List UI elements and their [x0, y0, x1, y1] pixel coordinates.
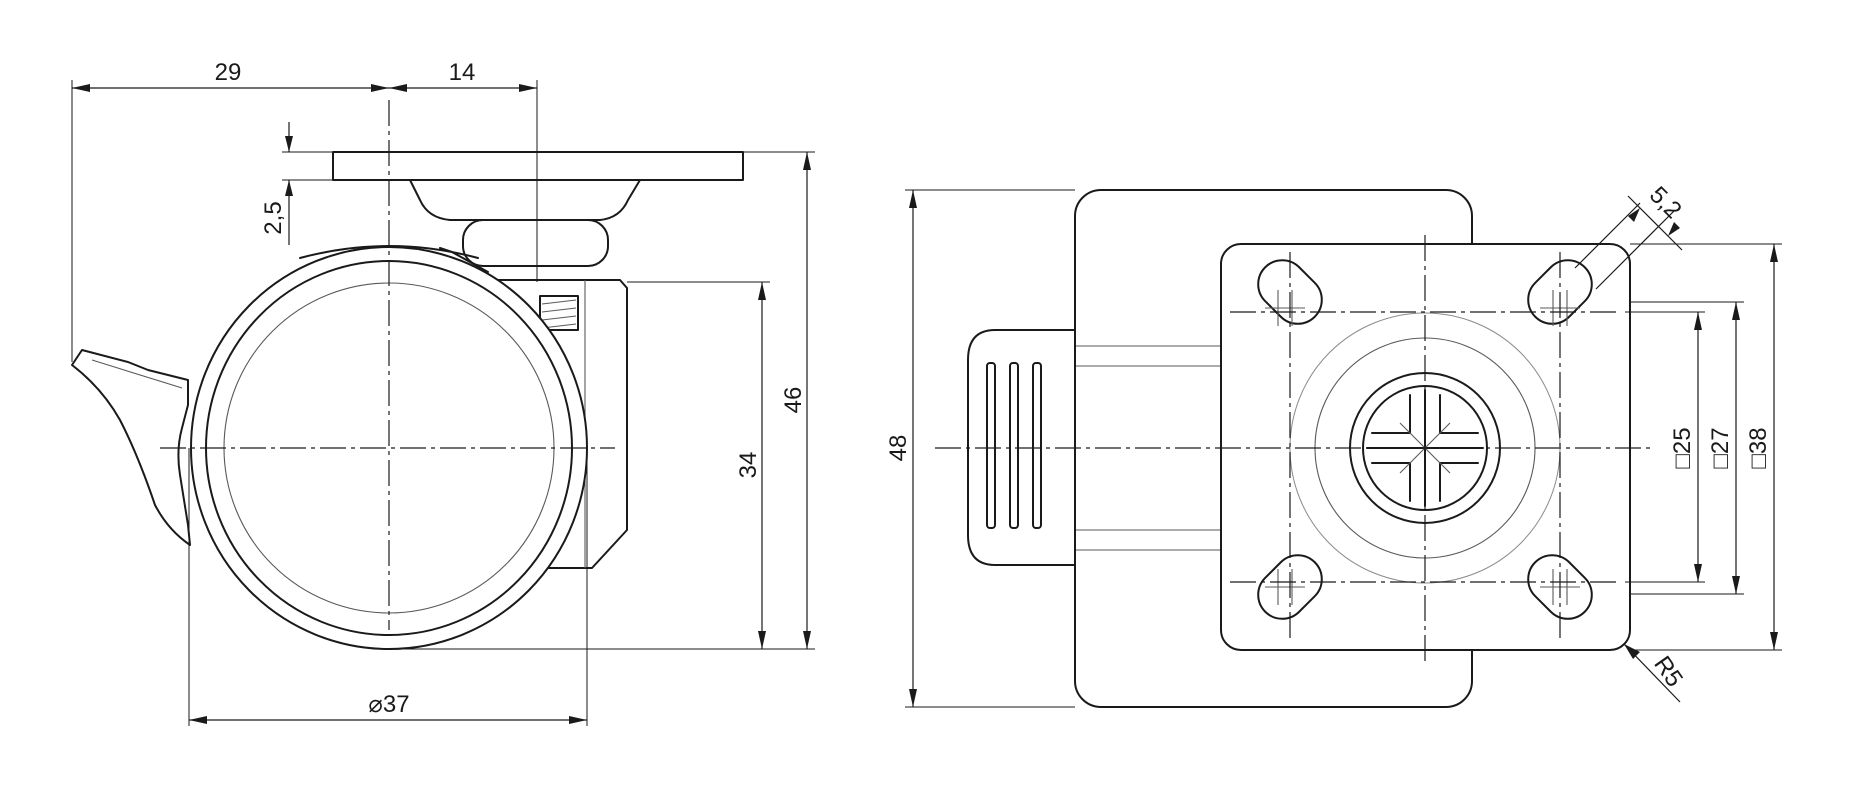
dim-line-5-2-a — [1574, 202, 1641, 269]
mount-hole-tr — [1527, 259, 1593, 326]
arrow-34-top — [758, 282, 766, 300]
dim-38-label: □38 — [1745, 427, 1772, 468]
arrow-2-5-top — [285, 136, 293, 152]
dim-34-label: 34 — [735, 452, 762, 479]
top-view: 48 5,2 □25 □27 □38 R5 — [885, 181, 1782, 708]
arrow-29-left — [72, 84, 90, 92]
arrow-34-bottom — [758, 631, 766, 649]
arrow-46-top — [803, 152, 811, 170]
brake-lever-ridge — [91, 359, 183, 389]
dim-r5-label: R5 — [1648, 651, 1688, 692]
dim-line-5-2-across — [1627, 195, 1683, 251]
wheel-guard-lip — [439, 247, 489, 273]
swivel-neck — [462, 219, 609, 267]
pedal-rib-3 — [1032, 362, 1042, 529]
dim-line-5-2-b — [1595, 209, 1676, 290]
arrow-14-left — [389, 84, 407, 92]
arrow-25-top — [1694, 312, 1702, 330]
brake-hatch-2 — [541, 307, 577, 313]
arrow-38-bottom — [1770, 632, 1778, 650]
arrow-5-2-a — [1628, 208, 1640, 222]
mount-hole-tl — [1257, 259, 1323, 326]
arrow-14-right — [519, 84, 537, 92]
arrow-2-5-bottom — [285, 180, 293, 196]
dim-14-label: 14 — [449, 59, 476, 86]
brake-hatch-3 — [541, 315, 577, 321]
arrow-27-top — [1732, 302, 1740, 320]
arrow-38-top — [1770, 244, 1778, 262]
mount-hole-br — [1527, 554, 1593, 620]
top-plate — [332, 151, 744, 181]
dim-27-label: □27 — [1707, 427, 1734, 468]
dim-25-label: □25 — [1669, 427, 1696, 468]
brake-lever — [71, 349, 191, 546]
pedal-rib-2 — [1009, 362, 1019, 529]
dim-29-label: 29 — [215, 59, 242, 86]
arrow-37-left — [189, 716, 207, 724]
arrow-48-bottom — [909, 689, 917, 707]
arrow-27-bottom — [1732, 576, 1740, 594]
pedal-rib-1 — [986, 362, 996, 529]
arrow-25-bottom — [1694, 564, 1702, 582]
plate-boss — [409, 179, 641, 221]
side-view: 29 14 2,5 34 46 ⌀37 — [71, 59, 815, 726]
dim-37-label: ⌀37 — [368, 691, 409, 718]
brake-hatch-1 — [541, 299, 577, 305]
arrow-48-top — [909, 190, 917, 208]
arrow-37-right — [569, 716, 587, 724]
arrow-46-bottom — [803, 631, 811, 649]
arrow-r5 — [1624, 644, 1640, 659]
arrow-5-2-b — [1668, 222, 1680, 236]
dim-48-label: 48 — [885, 435, 912, 462]
arrow-29-right — [371, 84, 389, 92]
dim-2-5-label: 2,5 — [260, 201, 287, 234]
mount-hole-bl — [1257, 554, 1323, 620]
dim-46-label: 46 — [780, 387, 807, 414]
